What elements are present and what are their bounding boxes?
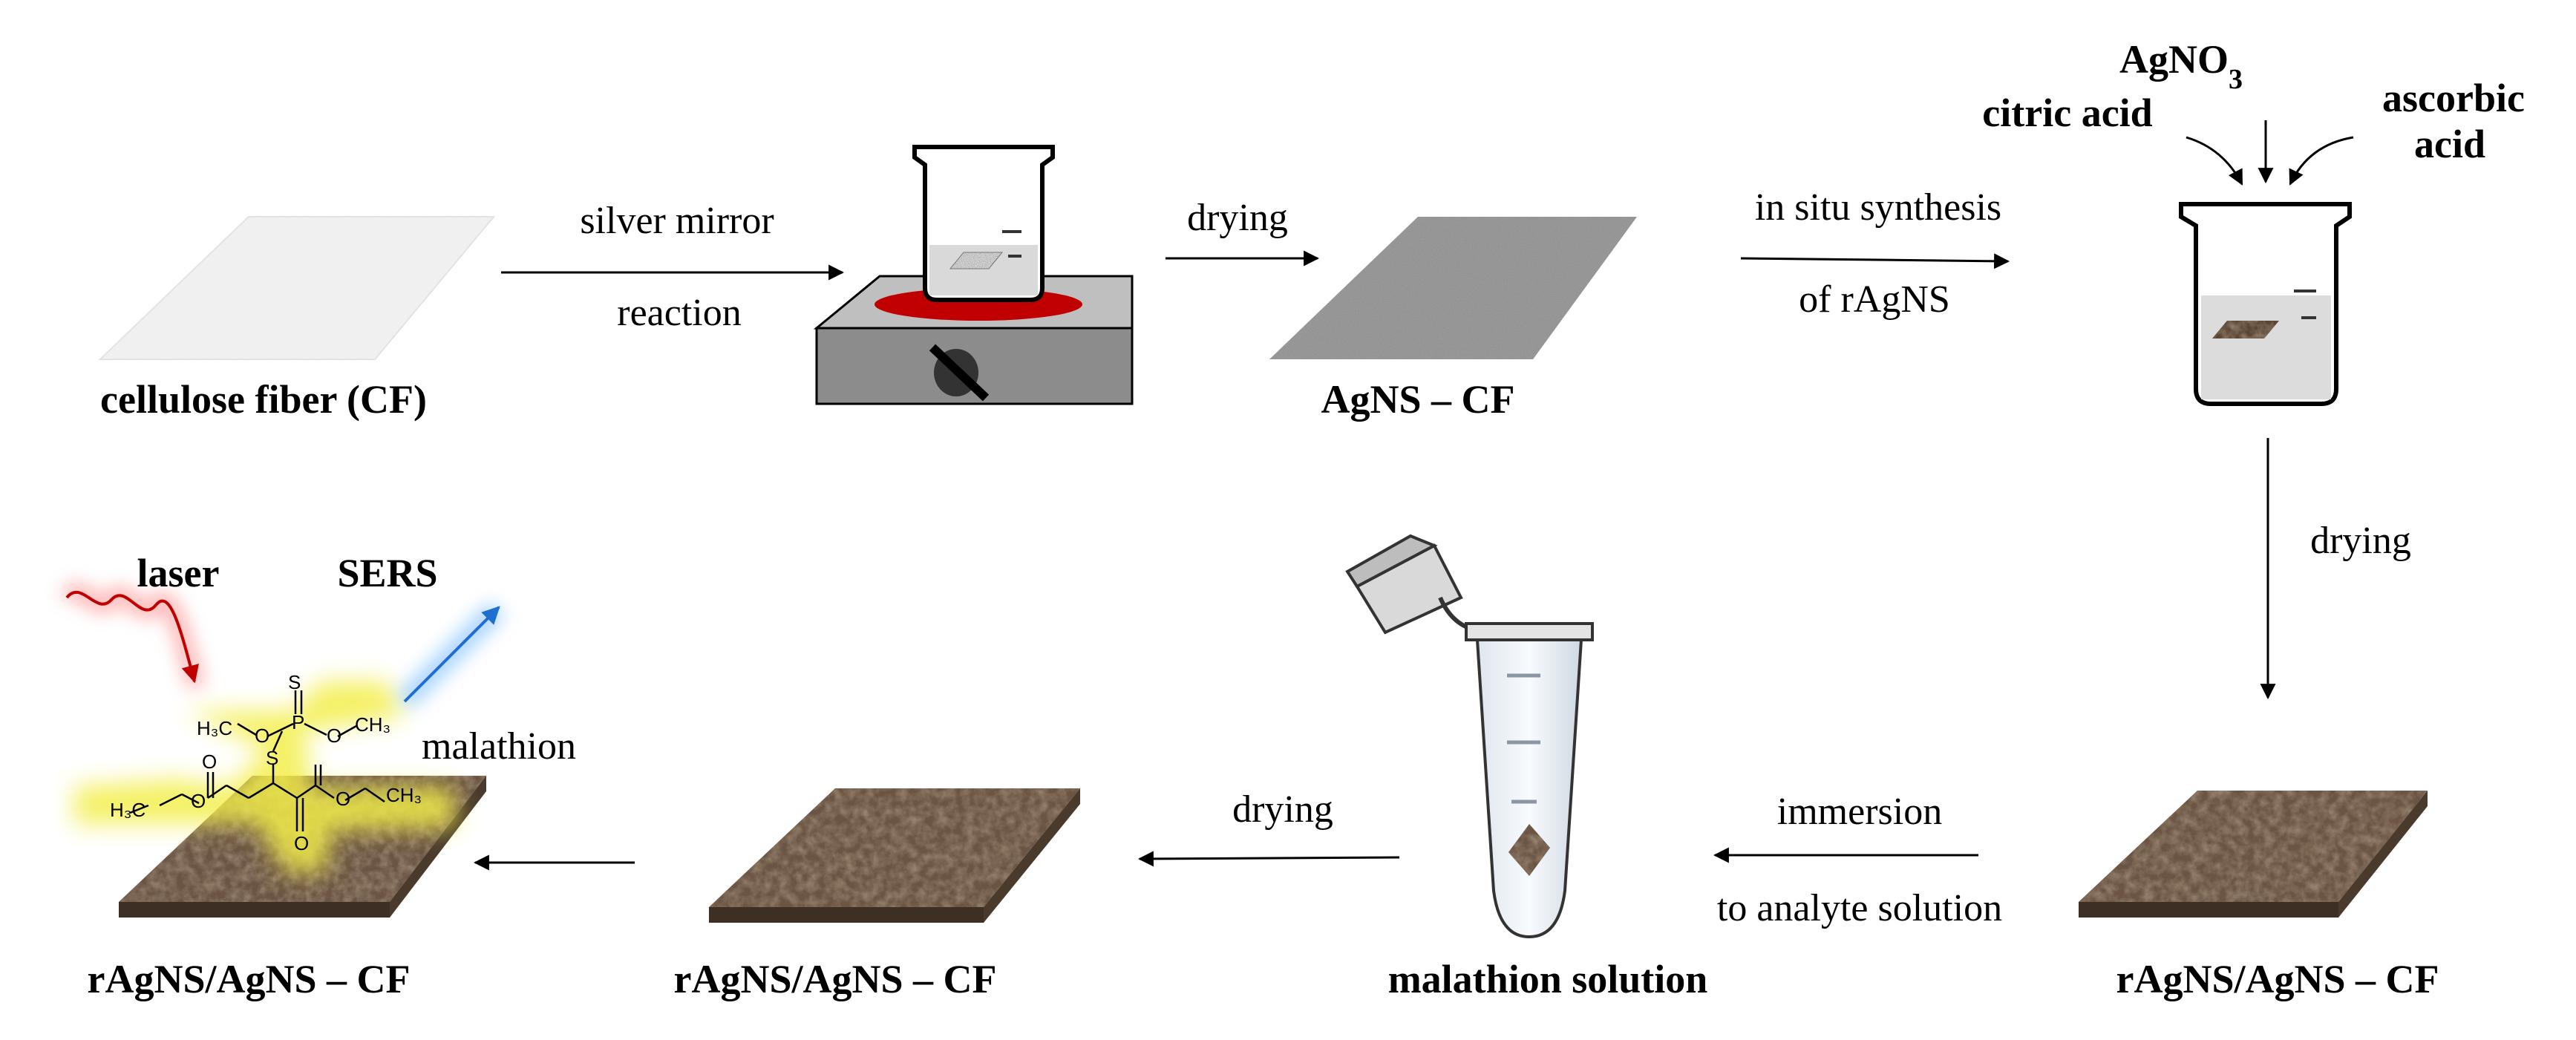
malathion-label: malathion xyxy=(422,725,576,768)
arrow-ascorbic xyxy=(2289,136,2354,186)
svg-text:CH₃: CH₃ xyxy=(355,713,390,736)
microtube-icon xyxy=(1345,534,1594,939)
svg-text:H₃C: H₃C xyxy=(110,799,146,821)
malathion-solution-label: malathion solution xyxy=(1388,957,1708,1001)
laser-beam xyxy=(59,583,206,690)
step-immersion: immersion xyxy=(1777,791,1942,833)
svg-text:S: S xyxy=(288,671,301,693)
svg-text:CH₃: CH₃ xyxy=(386,784,422,806)
reagent-ascorbic-line1: ascorbic xyxy=(2382,76,2525,120)
beaker-icon-2 xyxy=(2179,202,2352,406)
svg-text:O: O xyxy=(202,750,217,773)
svg-text:O: O xyxy=(294,832,309,854)
cellulose-fiber-sheet xyxy=(98,216,496,360)
svg-text:S: S xyxy=(266,747,278,769)
ragns-sheet-right xyxy=(2079,791,2428,918)
arrow-in-situ xyxy=(1740,253,2010,269)
ragns-label-right: rAgNS/AgNS – CF xyxy=(2116,957,2439,1001)
step-in-situ: in situ synthesis xyxy=(1755,186,2001,229)
step-of-ragns: of rAgNS xyxy=(1799,278,1950,321)
svg-text:O: O xyxy=(255,725,269,747)
step-reaction: reaction xyxy=(617,292,741,334)
arrow-citric xyxy=(2186,136,2243,186)
arrow-drying-bottom xyxy=(1137,851,1400,867)
knob-icon xyxy=(929,344,990,402)
step-silver-mirror: silver mirror xyxy=(580,200,774,242)
sers-label: SERS xyxy=(337,551,437,595)
svg-text:O: O xyxy=(191,790,206,812)
ragns-label-left: rAgNS/AgNS – CF xyxy=(87,957,410,1001)
ragns-label-mid: rAgNS/AgNS – CF xyxy=(673,957,996,1001)
sers-beam xyxy=(397,601,505,709)
svg-text:O: O xyxy=(327,725,341,747)
step-to-analyte: to analyte solution xyxy=(1717,887,2002,929)
reagent-agno3: AgNO3 xyxy=(2119,37,2243,95)
ragns-sheet-mid xyxy=(709,788,1080,923)
svg-text:O: O xyxy=(336,788,350,810)
step-drying-right: drying xyxy=(2310,520,2411,562)
agns-cf-label: AgNS – CF xyxy=(1321,377,1514,422)
agns-cf-sheet xyxy=(1269,217,1637,359)
step-drying-top: drying xyxy=(1187,197,1288,239)
svg-text:H₃C: H₃C xyxy=(197,717,232,739)
step-drying-bottom: drying xyxy=(1232,788,1333,831)
cellulose-fiber-label: cellulose fiber (CF) xyxy=(100,377,427,422)
hot-plate-with-beaker xyxy=(813,145,1134,405)
svg-text:P: P xyxy=(292,711,304,733)
molecule-highlight xyxy=(74,681,457,872)
laser-label: laser xyxy=(137,551,220,595)
malathion-atoms: H₃C S P O O CH₃ S O O H₃C O CH₃ O xyxy=(110,671,422,854)
reagent-citric-acid: citric acid xyxy=(1982,91,2152,135)
beaker-icon xyxy=(912,145,1055,302)
reagent-ascorbic-line2: acid xyxy=(2414,122,2485,166)
malathion-molecule xyxy=(129,690,385,831)
